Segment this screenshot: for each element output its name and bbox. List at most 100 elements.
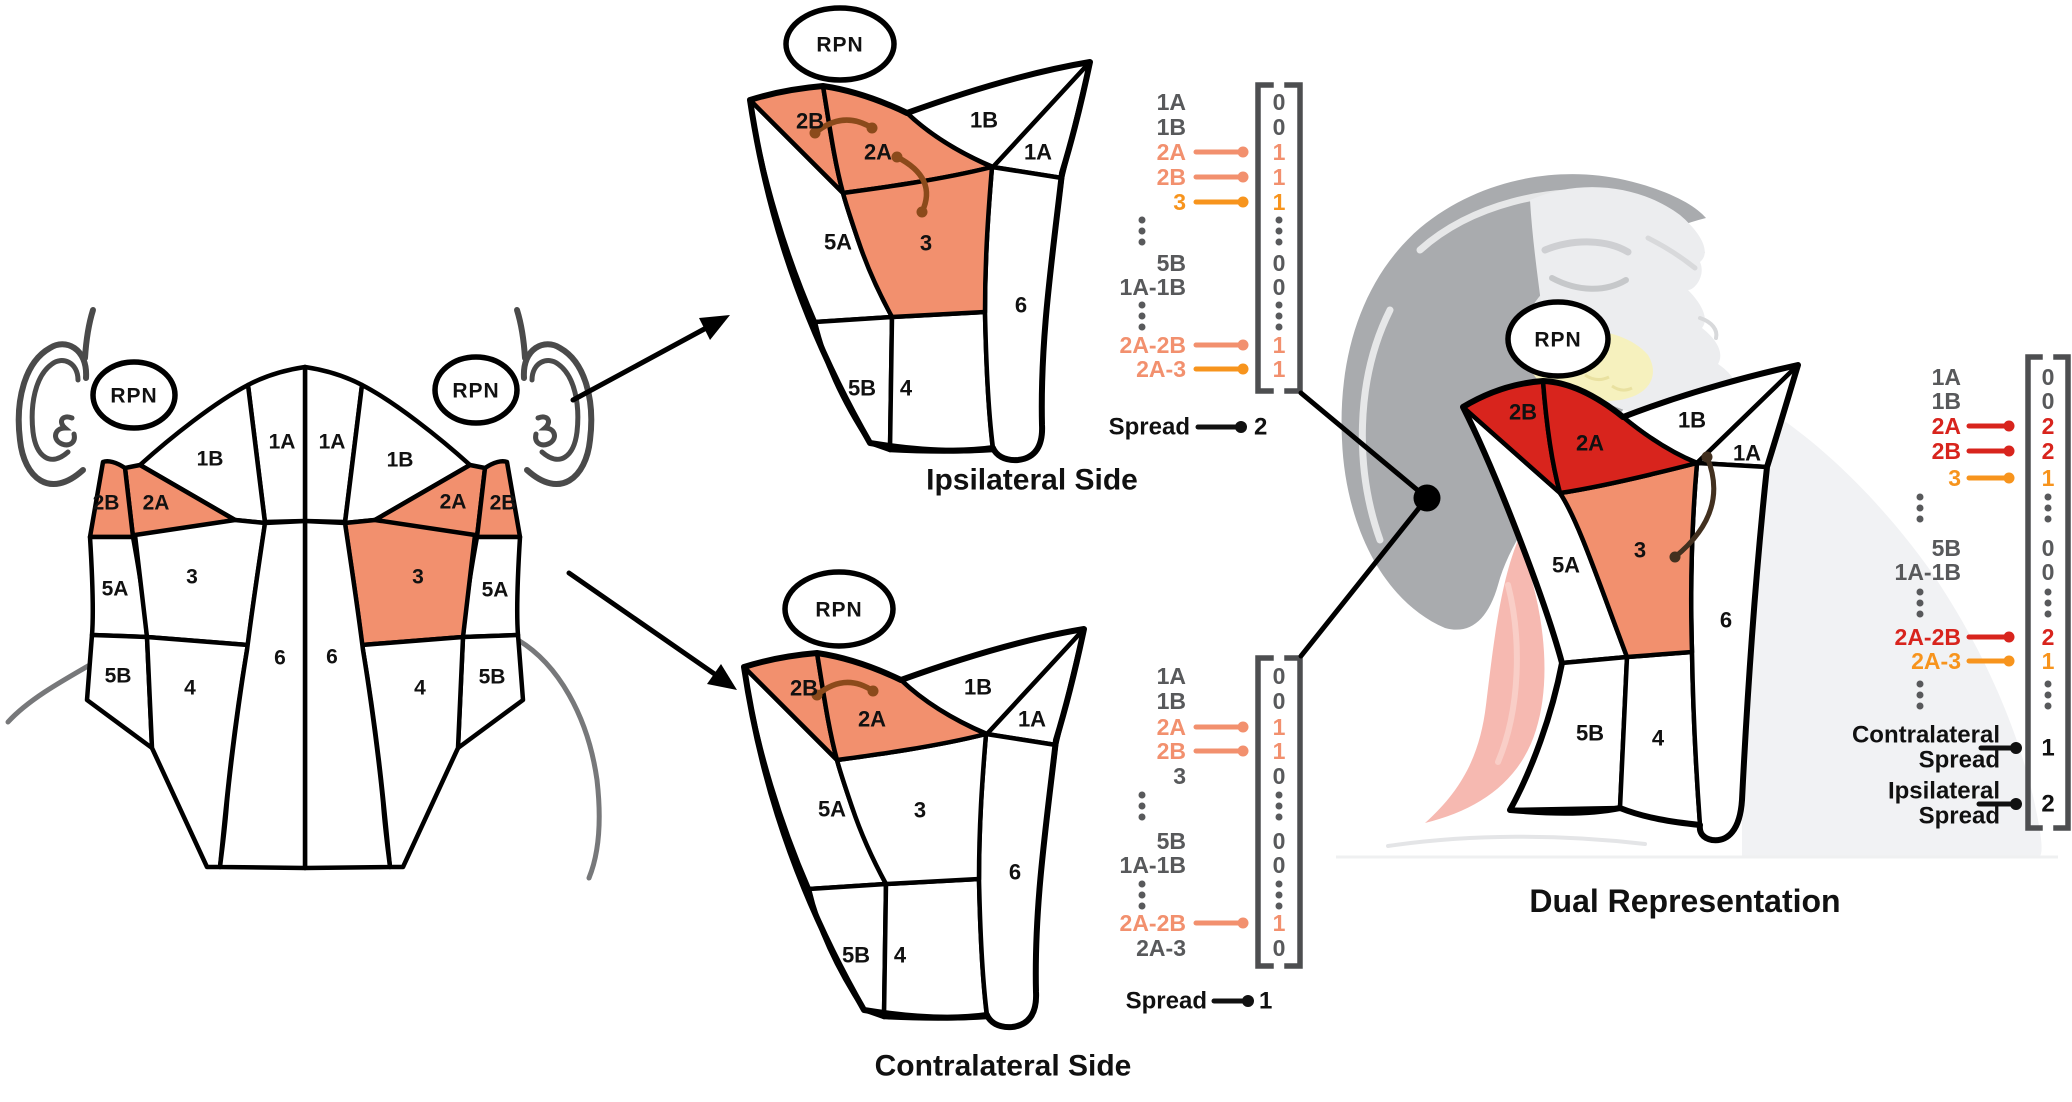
shoulder-curve [1386,834,1647,848]
muscle-streak [1495,582,1520,765]
vector-value: 2 [2042,413,2055,439]
frontal-right-5B [458,635,523,748]
vector-label: 5B [1157,250,1186,276]
ipsi-label: 3 [920,231,932,256]
contra-arc-2B-2A [814,679,876,698]
contra-rpn-node [782,569,896,649]
frontal-label: 2B [490,492,517,515]
ipsilateral-spread-label-line1: Ipsilateral [1888,778,2000,805]
contra-label: 1A [1018,707,1046,732]
rpn-node-right [432,354,520,426]
contralateral-spread-value: 1 [2041,735,2054,762]
vector-label: 1A [1157,89,1186,115]
ipsi-rpn-node [783,5,897,83]
frontal-label: 4 [184,677,196,700]
vector-label: 2A [1157,714,1186,740]
lips-line [1698,316,1719,340]
vector-value: 1 [1273,738,1286,764]
vector-value: 2 [2042,438,2055,464]
vector-label: 1B [1157,114,1186,140]
arrow-to-contralateral [566,570,719,678]
dual-label: 3 [1634,538,1646,563]
vector-value: 0 [1273,663,1286,689]
vector-value: 0 [2042,559,2055,585]
contra-label: 5B [842,943,870,968]
frontal-diagram: RPN RPN 1A 1A 1B 1B 2B 2A 2A 2B 3 3 5A 5… [5,310,602,881]
frontal-label: 5B [479,666,506,689]
frontal-label: 3 [186,566,198,589]
bracket-right-icon [1284,82,1303,394]
vector-value: 0 [1273,250,1286,276]
arrowhead-ipsilateral-icon [699,315,730,340]
dual-vector: 1A 0 1B 0 2A 2 2B 2 3 1 5B 0 1A-1B 0 2A-… [1852,354,2071,831]
frontal-label: 1B [197,448,224,471]
dual-label: 6 [1720,608,1732,633]
frontal-label: 6 [274,647,286,670]
vector-label: 5B [1932,535,1961,561]
contra-label: 3 [914,798,926,823]
ipsi-label: 2A [864,140,892,165]
frontal-label: 6 [326,646,338,669]
vector-arrow-dot [2003,420,2015,432]
ipsi-rpn-label: RPN [816,34,863,57]
ipsi-arc-dot [809,127,821,139]
vector-value: 0 [1273,828,1286,854]
vector-value: 1 [1273,714,1286,740]
vector-label: 2A-2B [1895,624,1961,650]
contra-label: 2B [790,676,818,701]
contra-label: 2A [858,707,886,732]
vector-arrow-dot [2003,445,2015,457]
connector-from-ipsilateral [1298,390,1430,501]
dual-label: 1B [1678,408,1706,433]
dual-leader-arc [1672,454,1717,560]
ipsilateral-spread-value: 2 [2041,791,2054,818]
vector-value: 0 [2042,388,2055,414]
flow-arrows [566,315,737,690]
contra-rpn-label: RPN [815,599,862,622]
ipsi-arc-2A-3 [894,154,930,215]
vector-arrow-dot [1237,745,1249,757]
vector-label: 3 [1173,189,1186,215]
vector-value: 1 [1273,189,1286,215]
ipsi-label: 2B [796,109,824,134]
contra-label: 4 [894,943,907,968]
frontal-label: 2A [440,491,467,514]
contra-label: 5A [818,797,846,822]
frontal-label: 1A [269,431,296,454]
vector-value: 1 [1273,332,1286,358]
vector-label: 5B [1157,828,1186,854]
vector-label: 3 [1948,465,1961,491]
ipsi-label: 5A [824,230,852,255]
vector-value: 0 [2042,535,2055,561]
vector-value: 1 [1273,910,1286,936]
body-silhouette [1742,395,2042,856]
frontal-label: 1A [319,431,346,454]
ipsi-label: 1B [970,108,998,133]
contralateral-vector: 1A 0 1B 0 2A 1 2B 1 3 0 5B 0 1A-1B 0 2A-… [1120,655,1303,1015]
vector-value: 0 [1273,935,1286,961]
closed-eye-line [1549,275,1629,292]
frontal-label: 5A [482,579,509,602]
bracket-right-icon [2053,354,2071,831]
ipsi-arc-dot [866,122,878,134]
dual-label: 5A [1552,553,1580,578]
vector-value: 0 [1273,274,1286,300]
vector-value: 0 [1273,114,1286,140]
vector-arrow-dot [1237,363,1249,375]
vector-label: 1A-1B [1120,852,1186,878]
spread-dot [2010,742,2022,754]
vector-label: 2B [1932,438,1961,464]
vector-label: 2A-2B [1120,332,1186,358]
vector-label: 3 [1173,763,1186,789]
contralateral-diagram: RPN 2B 2A 1B 1A 5A 3 6 5B 4 [744,569,1084,1027]
dual-label: 1A [1733,441,1761,466]
vector-label: 2B [1157,738,1186,764]
dual-label: 2A [1576,431,1604,456]
dual-arc-dot [1669,551,1681,563]
vector-label: 1B [1932,388,1961,414]
dual-label: 2B [1509,400,1537,425]
contralateral-title: Contralateral Side [875,1050,1132,1083]
eyebrow-line [1541,238,1632,256]
vector-value: 0 [1273,852,1286,878]
